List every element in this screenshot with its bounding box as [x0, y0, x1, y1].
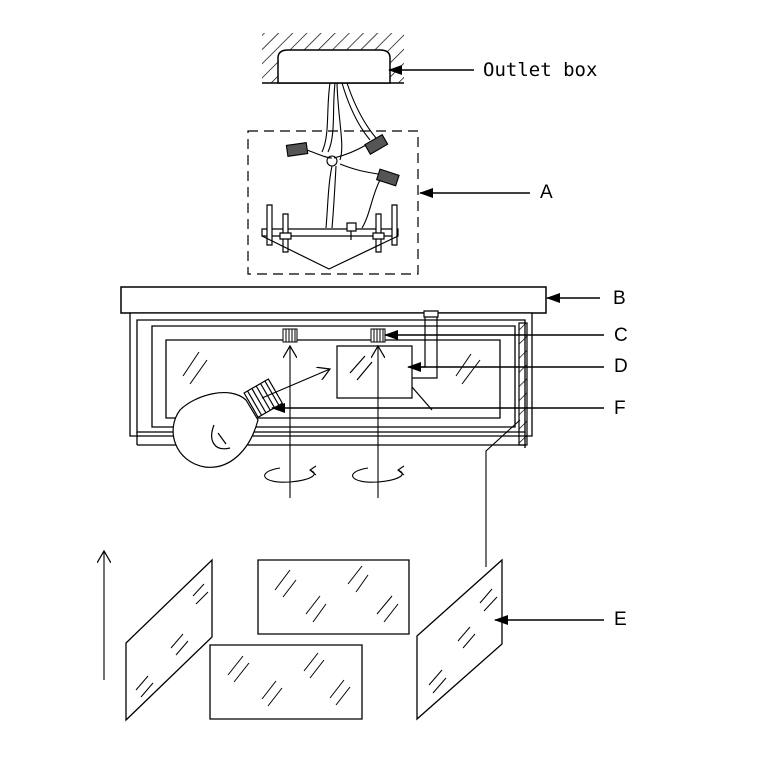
label-d: D: [614, 356, 628, 377]
label-e: E: [614, 609, 627, 630]
glass-panel-strokes: [136, 566, 497, 706]
panel-leader-path: [486, 420, 520, 567]
detail-a-box: [248, 131, 418, 274]
rotation-arrows: [265, 346, 404, 498]
mounting-bracket: [262, 205, 398, 269]
canopy-plate: [121, 287, 546, 313]
label-a: A: [540, 182, 553, 203]
bulb-insert-arrow: [262, 369, 330, 398]
label-c: C: [614, 325, 628, 346]
wire-nut-connections: [286, 135, 399, 228]
frame-glass-strokes: [183, 352, 480, 384]
label-f: F: [614, 398, 626, 419]
label-b: B: [613, 288, 626, 309]
side-hinge: [519, 323, 527, 445]
outlet-box: [278, 50, 390, 83]
glass-panels: [126, 560, 502, 720]
outlet-box-label: Outlet box: [483, 59, 598, 81]
